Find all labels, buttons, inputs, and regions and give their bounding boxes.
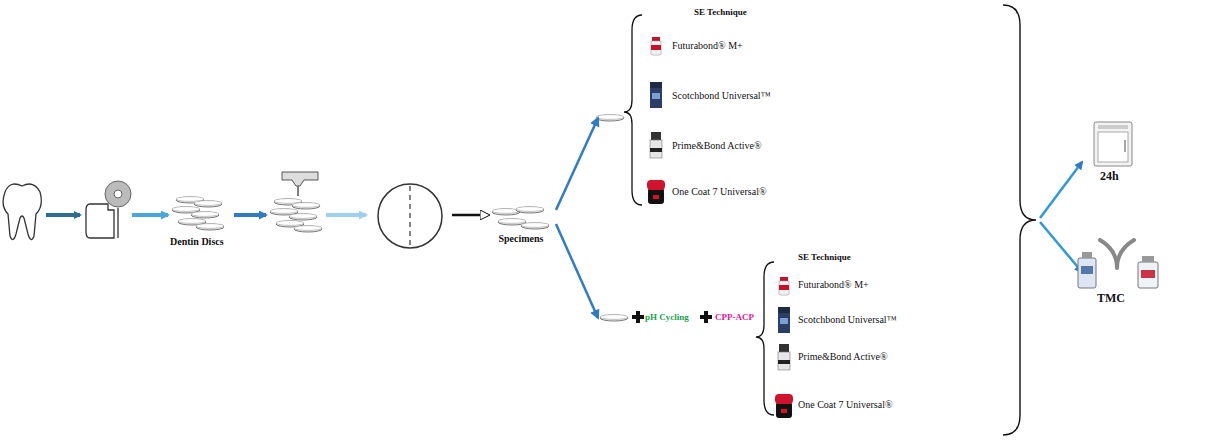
node-text: SE Technique	[798, 252, 851, 262]
adhesive-item: Futurabond® M+	[798, 279, 869, 291]
merge-brace	[1003, 5, 1036, 435]
adhesive-item: Prime&Bond Active®	[672, 140, 762, 152]
node-text: Prime&Bond Active®	[798, 351, 888, 363]
node-text: One Coat 7 Universal®	[672, 186, 767, 198]
branch-arrow	[556, 224, 598, 318]
bottle-icon	[775, 394, 793, 418]
adhesive-item: Futurabond® M+	[672, 40, 743, 52]
specimen-sticks	[492, 207, 549, 229]
outcome-arrow	[1040, 222, 1082, 272]
bottle-icon	[650, 82, 662, 108]
branch-arrow	[556, 118, 598, 210]
stage-label: Specimens	[488, 200, 554, 246]
node-text: 24h	[1100, 170, 1119, 184]
bottle-icon	[651, 37, 661, 55]
sectioned-disc	[378, 184, 442, 248]
specimen-icon	[600, 315, 628, 321]
node-text: Futurabond® M+	[798, 279, 869, 291]
saw-icon	[86, 181, 131, 238]
adhesive-item: Scotchbond Universal™	[798, 314, 896, 326]
incubator-icon	[1094, 122, 1132, 166]
bottle-icon	[779, 277, 789, 295]
adhesive-item: One Coat 7 Universal®	[672, 186, 767, 198]
flow-arrow	[452, 214, 488, 217]
node-text: Futurabond® M+	[672, 40, 743, 52]
bottle-icon	[778, 307, 790, 333]
node-text: Dentin Discs	[170, 236, 224, 248]
adhesive-item: Prime&Bond Active®	[798, 351, 888, 363]
outcome-arrow	[1040, 162, 1082, 218]
flow-arrow	[234, 213, 266, 217]
plus-sign	[632, 311, 644, 323]
group-brace	[624, 15, 642, 205]
specimen-icon	[596, 115, 624, 121]
node-text: Specimens	[488, 233, 554, 245]
group-box: SE TechniqueFuturabond® M+ Scotchbond Uni…	[598, 5, 803, 212]
flow-arrow	[326, 213, 366, 217]
tmc-icon	[1078, 240, 1158, 288]
node-text: Scotchbond Universal™	[672, 90, 770, 102]
handpiece-icon	[270, 172, 322, 232]
stage-label: Dentin Discs	[170, 236, 224, 248]
node-text: TMC	[1097, 292, 1125, 306]
flow-arrow	[132, 213, 168, 217]
bottle-icon	[778, 344, 790, 370]
outcome-label: TMC	[1097, 292, 1125, 306]
flow-arrow	[46, 213, 80, 217]
plus-sign	[700, 311, 712, 323]
node-text: pH Cycling	[645, 312, 689, 322]
group-brace	[756, 262, 774, 415]
adhesive-item: Scotchbond Universal™	[672, 90, 770, 102]
node-text: Prime&Bond Active®	[672, 140, 762, 152]
bottle-icon	[650, 132, 662, 158]
bottle-icon	[647, 180, 665, 204]
group-box: pH Cycling CPP-ACP SE TechniqueFuturabond®…	[598, 250, 948, 435]
node-text: One Coat 7 Universal®	[798, 399, 893, 411]
node-text: Scotchbond Universal™	[798, 314, 896, 326]
node-text: SE Technique	[694, 7, 747, 17]
node-text: CPP-ACP	[715, 312, 754, 322]
adhesive-item: One Coat 7 Universal®	[798, 399, 893, 411]
disc-stack	[172, 197, 224, 230]
outcome-label: 24h	[1100, 170, 1119, 184]
tooth-icon	[3, 184, 41, 240]
